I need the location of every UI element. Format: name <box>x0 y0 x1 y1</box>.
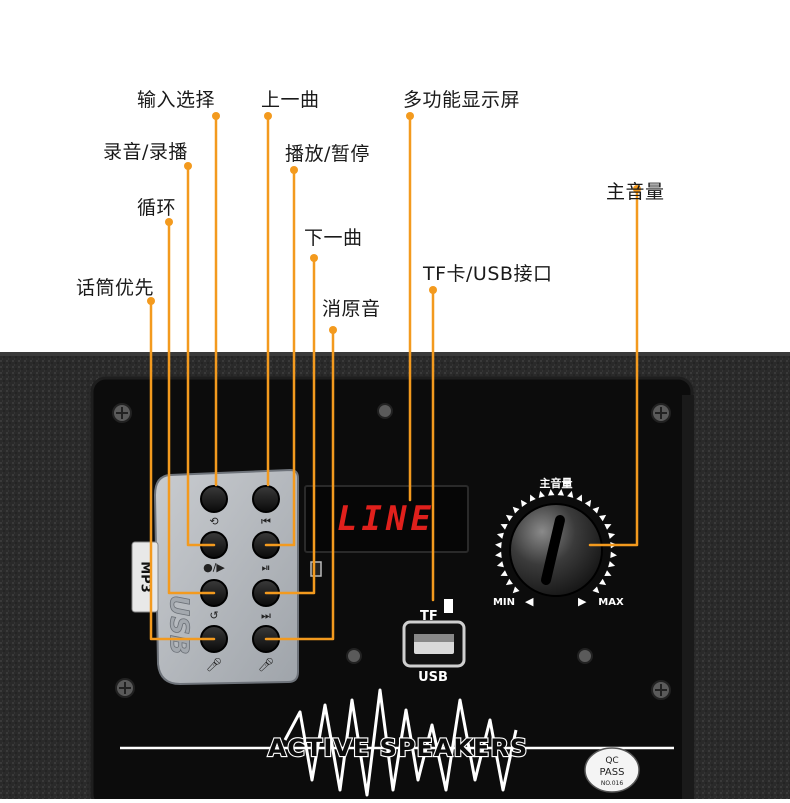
knob-tick <box>529 494 536 502</box>
knob-tick <box>500 570 508 577</box>
knob-tick <box>495 551 502 558</box>
svg-text:▶: ▶ <box>578 595 587 608</box>
mp3-tab-label: MP3 <box>138 561 153 593</box>
knob-tick <box>592 506 600 514</box>
knob-tick <box>538 490 545 498</box>
ir-receiver <box>310 561 322 577</box>
knob-tick <box>557 489 564 496</box>
knob-tick <box>599 514 607 522</box>
qc-line2: PASS <box>600 767 625 778</box>
knob-tick <box>496 561 504 568</box>
knob-tick <box>495 542 502 549</box>
knob-tick <box>505 514 513 522</box>
knob-tick <box>610 551 617 558</box>
label-input-select: 输入选择 <box>137 89 216 111</box>
label-multi-display: 多功能显示屏 <box>403 89 521 111</box>
next-icon: ⏭ <box>261 609 271 622</box>
knob-tick <box>576 494 583 502</box>
brand-text: ACTIVE SPEAKERS <box>268 734 528 762</box>
label-prev-track: 上一曲 <box>261 89 320 111</box>
label-play-pause: 播放/暂停 <box>285 143 370 165</box>
button-prev-track[interactable] <box>252 485 280 513</box>
led-display <box>304 485 469 553</box>
qc-line1: QC <box>605 756 618 766</box>
screws <box>112 403 671 700</box>
callout-lines <box>149 114 639 641</box>
knob-tick <box>584 499 592 507</box>
knob-tick <box>512 506 520 514</box>
callout-dots <box>147 112 641 334</box>
label-next-track: 下一曲 <box>304 227 363 249</box>
label-mic-priority: 话筒优先 <box>76 277 155 299</box>
tf-label: TF <box>420 609 438 624</box>
knob-tick <box>599 578 607 586</box>
qc-line3: NO.016 <box>601 780 624 787</box>
cabinet-edge <box>0 352 790 356</box>
display-text: LINE <box>337 499 435 539</box>
knob-tick <box>567 490 574 498</box>
button-input-select[interactable] <box>200 485 228 513</box>
mode-icon: ↺ <box>209 609 218 622</box>
usb-brand-text: USB <box>164 595 194 655</box>
prev-icon: ⏮ <box>261 515 271 528</box>
svg-text:◀: ◀ <box>525 595 534 608</box>
label-record-playback: 录音/录播 <box>103 141 188 163</box>
knob-tick-ring <box>495 489 617 594</box>
knob-tick <box>608 561 616 568</box>
mic-icon: 🎤︎ <box>206 658 223 673</box>
play-pause-icon: ⏯ <box>262 561 271 574</box>
knob-tick <box>500 523 508 530</box>
knob-tick <box>592 586 600 594</box>
knob-tick <box>608 532 616 539</box>
record-play-icon: ●/▶ <box>203 561 225 574</box>
usb-label: USB <box>418 670 448 685</box>
knob-tick <box>496 532 504 539</box>
knob-max: MAX <box>598 597 624 608</box>
knob-min: MIN <box>493 597 515 608</box>
tf-slot-icon <box>444 599 453 613</box>
mic-icon: 🎤︎ <box>258 658 275 673</box>
label-loop: 循环 <box>137 197 177 219</box>
knob-tick <box>548 489 555 496</box>
knob-tick <box>505 578 513 586</box>
label-tf-usb-port: TF卡/USB接口 <box>423 263 553 285</box>
knob-title: 主音量 <box>540 476 573 490</box>
qc-pass-sticker <box>584 747 640 793</box>
knob-tick <box>604 523 612 530</box>
label-master-volume: 主音量 <box>606 181 665 203</box>
label-vocal-cancel: 消原音 <box>322 298 381 320</box>
waveform-decoration <box>283 688 518 797</box>
loop-icon: ⟲ <box>209 515 218 528</box>
knob-tick <box>604 570 612 577</box>
knob-tick <box>520 499 528 507</box>
knob-tick <box>512 586 520 594</box>
